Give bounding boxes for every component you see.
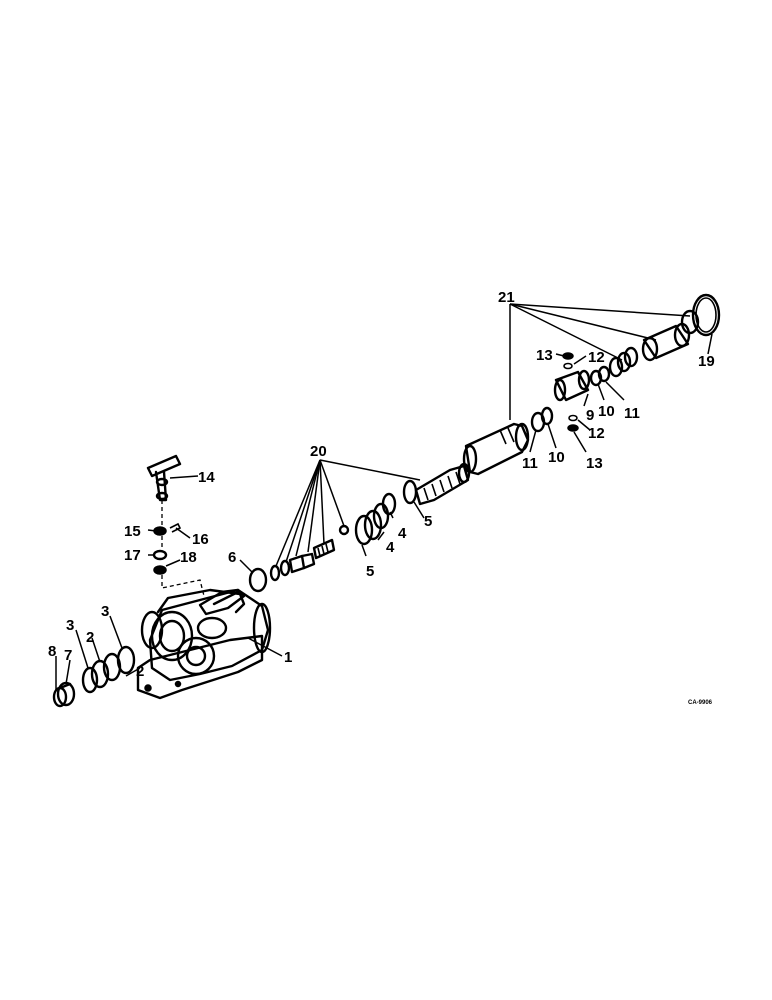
callout-14: 14 — [198, 469, 215, 486]
callout-10b: 10 — [548, 449, 565, 466]
spool-rings — [354, 479, 418, 546]
callout-5b: 5 — [424, 513, 432, 530]
valve-spool — [414, 462, 471, 506]
callout-13a: 13 — [536, 347, 553, 364]
callout-2a: 2 — [86, 629, 94, 646]
control-lever — [146, 454, 182, 502]
callout-17: 17 — [124, 547, 141, 564]
callout-12b: 12 — [588, 425, 605, 442]
callout-9: 9 — [586, 407, 594, 424]
lever-hardware — [152, 500, 205, 597]
callout-4a: 4 — [386, 539, 395, 556]
callout-15: 15 — [124, 523, 141, 540]
callout-16: 16 — [192, 531, 209, 548]
spool-small-parts — [248, 524, 350, 593]
detent-housing — [462, 406, 554, 476]
callout-3b: 3 — [101, 603, 109, 620]
callout-21: 21 — [498, 289, 515, 306]
callout-4b: 4 — [398, 525, 407, 542]
callout-5a: 5 — [366, 563, 374, 580]
callout-labels: 1 2 2 3 3 4 4 5 5 6 7 8 9 10 10 11 11 12… — [48, 289, 715, 706]
drawing-code: CA-9906 — [688, 700, 713, 706]
callout-20: 20 — [310, 443, 327, 460]
callout-3a: 3 — [66, 617, 74, 634]
leader-lines — [55, 303, 713, 690]
callout-1: 1 — [284, 649, 292, 666]
callout-8: 8 — [48, 643, 56, 660]
callout-11b: 11 — [522, 455, 538, 472]
callout-6: 6 — [228, 549, 236, 566]
callout-10a: 10 — [598, 403, 615, 420]
callout-11a: 11 — [624, 405, 640, 422]
callout-2b: 2 — [136, 663, 144, 680]
detent-sleeve — [553, 365, 611, 402]
callout-12a: 12 — [588, 349, 605, 366]
callout-19: 19 — [698, 353, 715, 370]
valve-body — [136, 588, 272, 700]
callout-7: 7 — [64, 647, 72, 664]
callout-18: 18 — [180, 549, 197, 566]
callout-13b: 13 — [586, 455, 603, 472]
detent-spring-cap — [608, 293, 721, 378]
